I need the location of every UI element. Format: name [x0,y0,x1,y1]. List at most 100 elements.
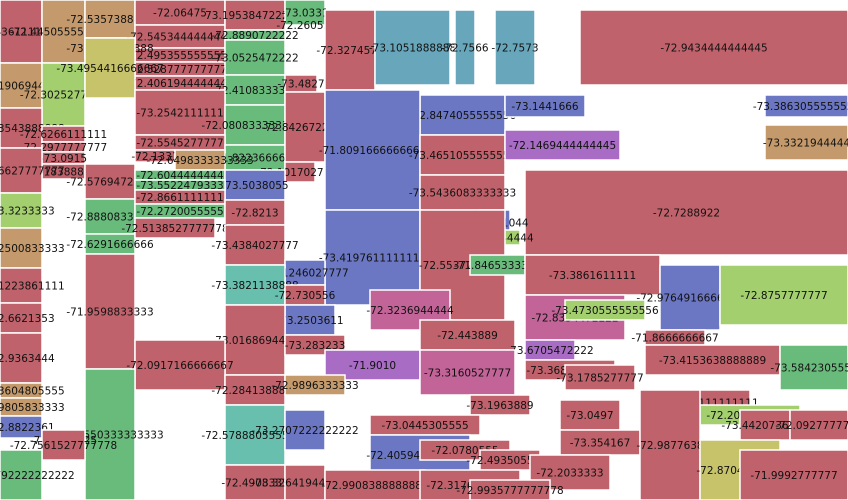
treemap-tile-label: -72.0917166666667 [126,360,233,372]
treemap-tile-label: -73.3321944444 [763,138,848,150]
treemap-tile-label: -72.9764916666667 [636,293,743,305]
treemap-tile-label: -72.4953555555555 [126,50,233,62]
treemap-tile-label: -73.4197611111111 [319,253,426,265]
treemap-tile-label: -72.6498333333333 [146,155,253,167]
treemap-tile [524,254,661,296]
treemap-tile [41,0,86,64]
treemap-tile [224,264,286,306]
treemap-tile [0,415,43,439]
treemap-tile [324,89,421,211]
treemap-tile [41,429,86,461]
treemap-tile-label: -71.9010 [349,360,396,372]
treemap-tile [719,264,848,326]
treemap-tile [564,299,646,321]
treemap-tile [84,0,136,39]
treemap-tile-label: -72.9363444 [0,353,55,365]
treemap-tile-label: -72.0808333333333 [201,120,308,132]
treemap-tile-label: -72.3236944444 [366,305,454,317]
treemap-tile-label: -73.3863055555556 [753,101,848,113]
treemap-tile [284,409,326,451]
treemap-tile [284,374,346,396]
treemap-tile [84,368,136,500]
treemap-tile [224,404,286,466]
treemap-tile-label: -72.6792222222222 [0,470,75,482]
treemap-tile-label: -72.443889 [437,330,498,342]
treemap-tile-label: -71.8223666666 [211,153,299,165]
treemap-tile-label: -71.9805833333 [0,402,65,414]
treemap-tile-label: -72.8822361 [0,422,55,434]
treemap-tile-label: -72.6044444444 [136,170,224,182]
treemap-tile-label: -73.1785277777 [556,373,643,385]
treemap-tile [224,39,286,76]
treemap-tile-label: -73.354167 [570,438,631,450]
treemap-tile [779,344,848,391]
treemap-tile-label: -72.5287777777778 [126,64,233,76]
treemap-tile-label: -71.8091666666667 [319,145,426,157]
treemap-tile [324,469,426,500]
treemap-tile-label: -73.0497 [566,410,613,422]
treemap-tile [284,464,326,500]
treemap-tile-label: -73.1953847222222 [201,10,308,22]
treemap-tile-label: -72.6627777777 [0,166,65,178]
treemap-tile-label: -73.5436083333333 [409,188,516,200]
treemap-tile [579,9,848,86]
treemap-tile [0,267,43,304]
treemap-tile-label: -72.8661111111 [136,192,223,204]
treemap-tile-label: -73.0445305555 [381,420,468,432]
treemap-tile-label: -73.0168694444 [211,335,299,347]
treemap-tile [224,74,286,106]
treemap-tile-label: -72.8890722222 [211,30,298,42]
treemap-tile [639,389,701,500]
treemap-tile [469,394,531,416]
treemap-tile [454,9,476,86]
treemap-tile [419,94,506,136]
treemap-tile-label: -73.1441666 [511,101,579,113]
treemap-tile-label: -72.7561527777778 [10,440,117,452]
treemap-tile-label: -73.2707222222222 [251,425,358,437]
treemap-tile [284,0,326,26]
treemap-tile [224,224,286,266]
treemap-tile [739,449,848,500]
treemap-tile-label: -72.7566 [441,43,489,55]
treemap-tile [559,399,621,431]
treemap-tile-label: -73.1051888888 [369,43,456,55]
treemap-tile [374,9,451,86]
treemap-tile [419,349,516,396]
treemap-tile-label: -73.0525472222 [211,53,298,65]
treemap-tile [0,332,43,384]
treemap-tile-label: -73.3861611111 [549,270,636,282]
treemap-tile-label: -73.3604805555 [0,386,65,398]
treemap-tile-label: -72.9896333333 [271,380,358,392]
treemap-tile-label: -72.2500833333 [0,243,65,255]
treemap-tile-label: -72.8213 [231,208,278,220]
treemap-tile [419,174,506,211]
treemap-tile [84,253,136,370]
treemap-tile-label: -71.8465333333 [454,260,541,272]
treemap-tile-label: -73.4651055555556 [409,150,517,162]
treemap-tile-label: -72.1331 [131,151,178,163]
treemap-tile [504,94,586,118]
treemap-tile-label: -73.5522479333 [136,180,223,192]
treemap-tile-label: -72.9908388888889 [321,480,428,492]
treemap-tile [134,89,226,136]
treemap-tile-label: -72.5545277777 [136,138,223,150]
treemap-tile-label: -72.9935777777778 [456,485,563,497]
treemap-tile [0,62,43,109]
treemap-tile [84,37,136,99]
treemap-tile-label: -72.0927777777 [775,420,848,432]
treemap-tile-label: -73.4730555555556 [551,305,659,317]
treemap-tile [494,9,536,86]
treemap-tile [284,91,326,163]
treemap-tile-label: -73.0331 [281,8,328,20]
treemap-tile [504,129,621,161]
treemap-tile-label: -72.4061944444444 [126,78,234,90]
treemap-tile-label: -72.3274577 [316,45,383,57]
treemap-tile-label: -73.283233 [285,340,346,352]
treemap-tile-label: -73.4827 [277,79,324,91]
treemap-tile-label: -73.4420736111 [721,420,808,432]
treemap-tile [134,339,226,391]
treemap-tile [134,217,216,239]
treemap-tile-label: -72.7573 [491,43,538,55]
treemap-tile-label: -72.5138527777778 [121,223,228,235]
